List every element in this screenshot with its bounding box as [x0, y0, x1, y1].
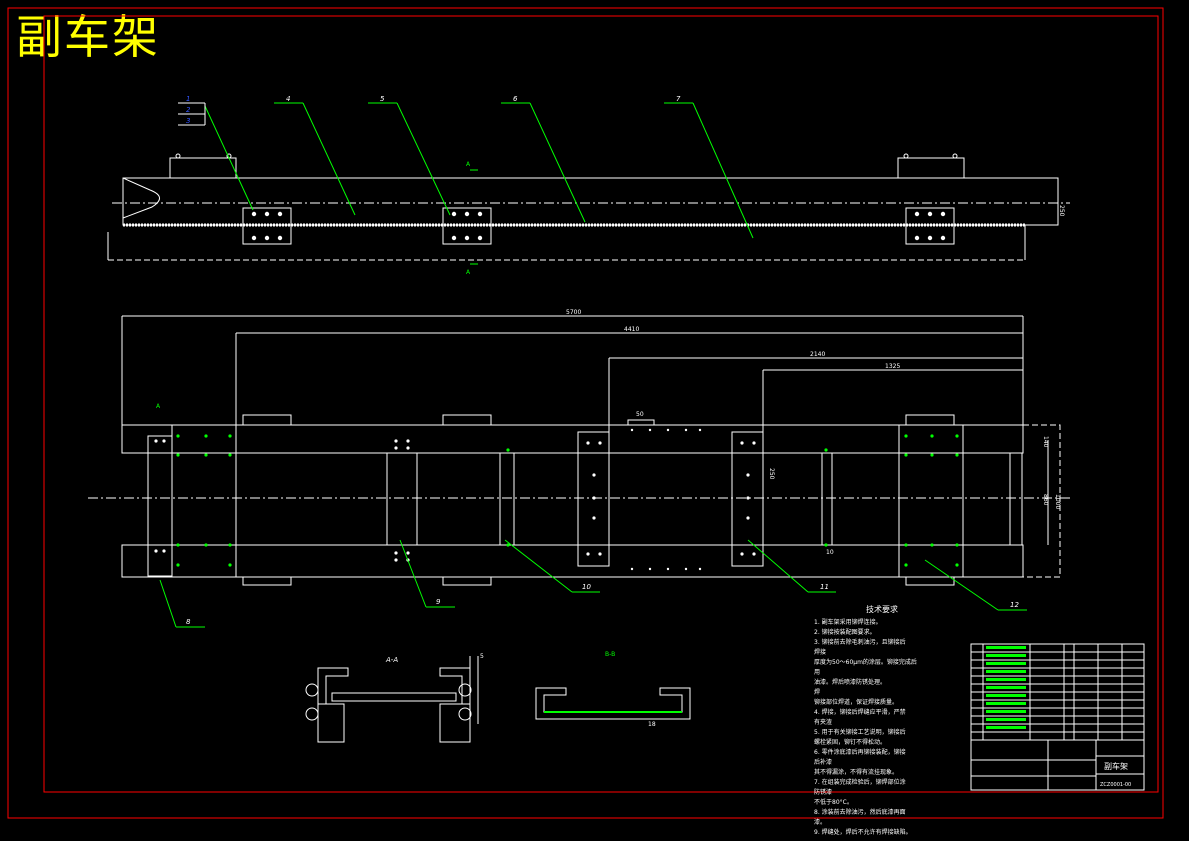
tech-line: 其不得漏涂，不得有流挂现象。 [814, 768, 898, 776]
dim-140: 140 [1042, 436, 1049, 448]
tech-line: 9. 焊缝处，焊后不允许有焊接缺陷。 [814, 828, 912, 836]
tech-line: 不低于80°C。 [814, 798, 853, 806]
dim-2140: 2140 [810, 351, 825, 358]
balloon-12: 12 [1010, 601, 1019, 609]
balloon-5: 5 [380, 95, 385, 103]
tech-heading: 技术要求 [866, 604, 898, 614]
title-block-drawing-no: ZCZ0001-00 [1100, 782, 1131, 788]
tech-line: 后补漆 [814, 758, 832, 766]
title-block-cell-fill [986, 654, 1026, 657]
section-aa-label: A-A [385, 656, 398, 664]
title-block: 副车架 ZCZ0001-00 [970, 643, 1145, 791]
title-block-part-name: 副车架 [1104, 761, 1128, 771]
title-block-cell-fill [986, 678, 1026, 681]
dim-250-inner: 250 [768, 468, 775, 480]
dim-250: 250 [1058, 205, 1065, 217]
main-view: 5700 4410 2140 1325 140 860 1000 [88, 309, 1070, 628]
title-block-cell-fill [986, 662, 1026, 665]
tech-line: 螺栓紧固，铆钉不得松动。 [814, 738, 886, 746]
title-block-cell-fill [986, 670, 1026, 673]
tech-line: 2. 铆接按装配图要求。 [814, 628, 876, 636]
top-view: A A 250 1 2 3 4 5 6 7 [107, 95, 1070, 276]
title-block-cell-fill [986, 702, 1026, 705]
title-block-cell-fill [986, 726, 1026, 729]
tech-line: 4. 焊接，铆接后焊缝应平滑，严禁 [814, 708, 906, 716]
balloon-4: 4 [286, 95, 290, 103]
tech-line: 厚度为50～60μm的涂层。铆接完成后 [814, 658, 917, 666]
dim-4410: 4410 [624, 326, 639, 333]
balloon-2: 2 [186, 106, 191, 114]
title-block-cell-fill [986, 694, 1026, 697]
dim-860: 860 [1042, 494, 1049, 506]
title-block-cell-fill [986, 710, 1026, 713]
title-block-cell-fill [986, 646, 1026, 649]
drawing-title: 副车架 [16, 10, 160, 64]
section-aa: A-A 5 [305, 653, 484, 743]
dim-5-aa: 5 [480, 653, 484, 660]
balloon-7: 7 [676, 95, 681, 103]
tech-line: 焊接 [814, 648, 826, 656]
balloon-10: 10 [582, 583, 591, 591]
tech-requirements: 技术要求 1. 副车架采用铆焊连接。 2. 铆接按装配图要求。 3. 铆接前去除… [814, 604, 917, 836]
dim-50: 50 [636, 411, 644, 418]
outer-border [7, 7, 1164, 819]
section-mark-a-bottom: A [466, 269, 471, 276]
tech-line: 7. 在组装完成检验后，铆焊部位涂 [814, 778, 906, 786]
tech-line: 1. 副车架采用铆焊连接。 [814, 618, 882, 626]
dim-18-bb: 18 [648, 721, 656, 728]
balloon-9: 9 [436, 598, 441, 606]
section-bb-label: B-B [605, 651, 615, 658]
inner-border [43, 15, 1159, 793]
tech-line: 油漆。焊后喷漆防锈处理。 [814, 678, 886, 686]
section-mark-b-top: A [156, 403, 161, 410]
tech-line: 有夹渣 [814, 718, 832, 726]
title-block-cell-fill [986, 718, 1026, 721]
balloon-8: 8 [186, 618, 191, 626]
tech-line: 5. 用于有关铆接工艺说明，铆接后 [814, 728, 906, 736]
balloon-11: 11 [820, 583, 829, 591]
tech-line: 6. 零件涂底漆后再铆接装配，铆接 [814, 748, 906, 756]
section-bb: B-B 18 [535, 651, 691, 728]
dim-1325: 1325 [885, 363, 900, 370]
tech-line: 防锈漆 [814, 788, 832, 796]
balloon-6: 6 [513, 95, 518, 103]
balloon-3: 3 [186, 117, 190, 125]
tech-line: 用 [814, 669, 820, 676]
section-mark-a-top: A [466, 161, 471, 168]
title-block-cell-fill [986, 686, 1026, 689]
tech-line: 3. 铆接前去除毛刺油污，且铆接后 [814, 638, 906, 646]
balloon-1: 1 [186, 95, 190, 103]
tech-line: 8. 涂装前去除油污，然后底漆再面 [814, 808, 906, 816]
dim-10: 10 [826, 549, 834, 556]
tech-line: 焊 [814, 688, 820, 696]
tech-line: 漆。 [814, 818, 826, 826]
tech-line: 铆接部位焊道，保证焊接质量。 [814, 698, 898, 706]
dim-5700: 5700 [566, 309, 581, 316]
dim-1000: 1000 [1054, 494, 1061, 509]
